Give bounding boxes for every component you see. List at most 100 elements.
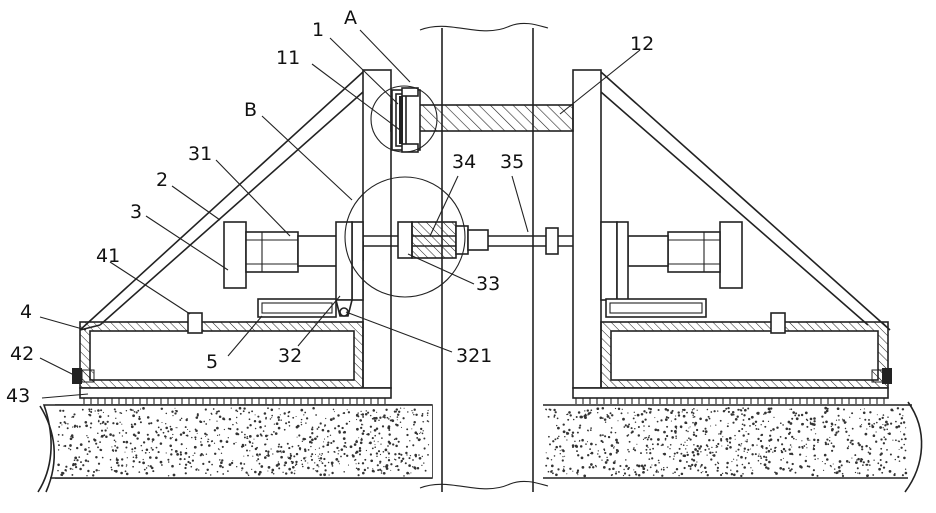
soil-speckle bbox=[637, 414, 640, 417]
soil-speckle bbox=[613, 447, 615, 449]
soil-speckle bbox=[676, 452, 678, 454]
soil-speckle bbox=[322, 446, 324, 448]
soil-speckle bbox=[792, 463, 794, 465]
soil-speckle bbox=[164, 435, 166, 437]
soil-speckle bbox=[684, 442, 685, 443]
soil-speckle bbox=[385, 409, 387, 411]
soil-speckle bbox=[715, 424, 716, 425]
soil-speckle bbox=[176, 453, 179, 456]
left-brace bbox=[80, 72, 363, 330]
soil-speckle bbox=[327, 444, 329, 446]
soil-speckle bbox=[770, 430, 772, 432]
soil-speckle bbox=[556, 425, 557, 426]
soil-speckle bbox=[115, 470, 118, 473]
soil-speckle bbox=[251, 410, 253, 412]
soil-speckle bbox=[597, 412, 598, 413]
soil-speckle bbox=[712, 439, 714, 441]
soil-speckle bbox=[638, 465, 641, 468]
soil-speckle bbox=[579, 427, 581, 429]
soil-speckle bbox=[291, 472, 293, 474]
soil-speckle bbox=[374, 446, 376, 448]
soil-speckle bbox=[187, 461, 189, 463]
soil-speckle bbox=[289, 425, 290, 426]
soil-speckle bbox=[693, 431, 695, 433]
soil-speckle bbox=[615, 439, 618, 442]
soil-speckle bbox=[376, 456, 378, 458]
soil-speckle bbox=[902, 415, 903, 416]
soil-speckle bbox=[693, 433, 695, 435]
soil-speckle bbox=[557, 468, 559, 470]
soil-speckle bbox=[886, 429, 888, 431]
soil-speckle bbox=[195, 439, 196, 440]
soil-speckle bbox=[254, 471, 257, 474]
soil-speckle bbox=[834, 434, 836, 436]
soil-speckle bbox=[307, 463, 308, 464]
soil-speckle bbox=[243, 407, 245, 409]
soil-speckle bbox=[674, 418, 676, 420]
soil-speckle bbox=[236, 428, 238, 430]
soil-speckle bbox=[714, 410, 716, 412]
right-rail bbox=[606, 299, 706, 317]
soil-speckle bbox=[323, 458, 325, 460]
soil-speckle bbox=[647, 469, 648, 470]
soil-speckle bbox=[768, 461, 771, 464]
soil-speckle bbox=[220, 461, 223, 464]
soil-speckle bbox=[680, 444, 682, 446]
soil-speckle bbox=[704, 428, 706, 430]
label-5: 5 bbox=[206, 351, 218, 373]
soil-speckle bbox=[143, 441, 145, 443]
soil-speckle bbox=[398, 457, 400, 459]
soil-speckle bbox=[359, 449, 362, 452]
soil-speckle bbox=[744, 451, 745, 452]
soil-speckle bbox=[742, 407, 744, 409]
soil-speckle bbox=[792, 411, 795, 414]
soil-speckle bbox=[321, 461, 322, 462]
soil-speckle bbox=[227, 470, 229, 472]
soil-speckle bbox=[605, 461, 608, 464]
soil-speckle bbox=[360, 427, 362, 429]
soil-speckle bbox=[292, 417, 294, 419]
soil-speckle bbox=[236, 417, 237, 418]
soil-speckle bbox=[743, 414, 745, 416]
soil-speckle bbox=[710, 458, 712, 460]
soil-speckle bbox=[273, 473, 275, 475]
soil-speckle bbox=[602, 417, 604, 419]
right-brace bbox=[601, 72, 890, 330]
soil-speckle bbox=[319, 473, 322, 476]
soil-speckle bbox=[555, 446, 558, 449]
soil-speckle bbox=[116, 461, 119, 464]
soil-speckle bbox=[892, 440, 893, 441]
soil-speckle bbox=[643, 425, 645, 427]
soil-speckle bbox=[807, 438, 809, 440]
soil-speckle bbox=[160, 461, 163, 464]
soil-speckle bbox=[717, 410, 718, 411]
soil-speckle bbox=[815, 433, 816, 434]
soil-speckle bbox=[854, 454, 856, 456]
soil-speckle bbox=[730, 470, 731, 471]
soil-speckle bbox=[740, 475, 742, 477]
soil-speckle bbox=[650, 411, 651, 412]
soil-speckle bbox=[87, 460, 89, 462]
soil-speckle bbox=[813, 445, 815, 447]
soil-speckle bbox=[867, 474, 869, 476]
soil-speckle bbox=[631, 432, 633, 434]
soil-speckle bbox=[614, 446, 615, 447]
soil-speckle bbox=[847, 447, 849, 449]
soil-speckle bbox=[699, 418, 702, 421]
soil-speckle bbox=[696, 429, 698, 431]
soil-speckle bbox=[726, 438, 729, 441]
soil-speckle bbox=[296, 453, 298, 455]
soil-speckle bbox=[287, 415, 289, 417]
soil-speckle bbox=[301, 424, 302, 425]
soil-speckle bbox=[692, 415, 693, 416]
soil-speckle bbox=[666, 467, 667, 468]
soil-speckle bbox=[327, 430, 330, 433]
soil-speckle bbox=[400, 461, 401, 462]
soil-speckle bbox=[89, 410, 91, 412]
soil-speckle bbox=[414, 468, 416, 470]
soil-speckle bbox=[93, 438, 95, 440]
soil-speckle bbox=[789, 453, 791, 455]
soil-speckle bbox=[826, 458, 829, 461]
soil-speckle bbox=[335, 458, 338, 461]
soil-speckle bbox=[662, 444, 664, 446]
